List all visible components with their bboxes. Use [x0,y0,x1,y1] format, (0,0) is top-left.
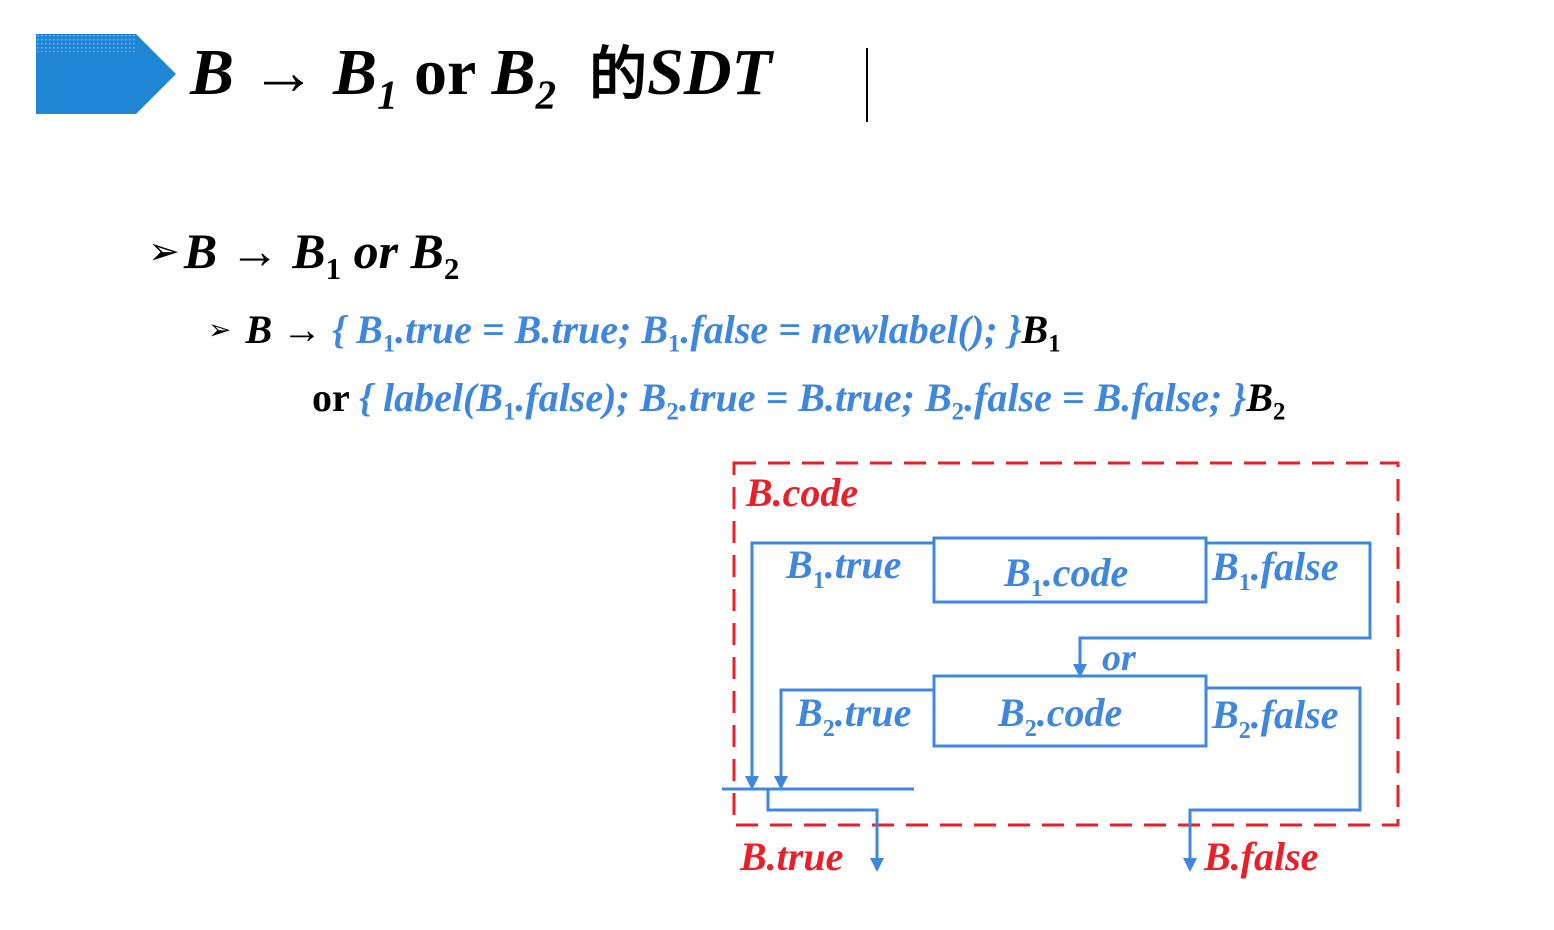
b1-false-edge [1078,541,1372,666]
bullet-arrow-icon: ➢ [148,229,180,273]
title-or: or [414,36,476,109]
sdt-rule-line2: or { label(B1.false); B2.true = B.true; … [312,375,1286,426]
b2-false-edge [1188,686,1362,860]
text-caret [866,48,868,122]
page-title: B → B1 or B2 的SDT [190,40,772,116]
sdt-rule-line1: ➢ B → { B1.true = B.true; B1.false = newl… [208,307,1061,358]
true-output-edge [766,789,879,860]
b2-true-edge [779,688,934,778]
title-arrow: → [250,36,317,109]
sdt-arrow: → [282,307,323,352]
or-arrow-icon [1073,664,1087,678]
sdt-symbol-b2: B2 [1246,375,1286,426]
true-out-arrow-icon [870,858,884,872]
sdt-symbol-b1: B1 [1021,307,1061,358]
title-b2: B2 [491,36,557,118]
bcode-label: B.code [745,470,858,515]
or-label: or [1102,637,1137,679]
rule-lhs: B [183,223,218,279]
btrue-output-label: B.true [739,834,843,879]
bfalse-output-label: B.false [1203,834,1318,879]
production-rule: ➢B → B1 or B2 [148,223,460,286]
b1-true-arrow-icon [745,776,759,790]
sdt-lhs: B [245,307,273,352]
semantic-action-2: { label(B1.false); B2.true = B.true; B2.… [359,375,1247,426]
title-sdt: SDT [647,36,772,109]
title-b1: B1 [333,36,398,118]
title-de: 的 [589,40,648,108]
b1-true-label: B1.true [785,542,901,594]
bcode-outer-box [732,461,1400,827]
bullet-arrow-icon: ➢ [208,313,232,346]
b1-code-label: B1.code [1003,550,1128,602]
b2-code-box [932,674,1208,748]
b2-true-label: B2.true [795,690,911,742]
rule-b2: B2 [410,223,460,286]
b2-code-label: B2.code [997,690,1122,742]
rule-b1: B1 [292,223,342,286]
b2-false-label: B2.false [1211,692,1338,744]
title-tab-icon [36,34,176,114]
semantic-action-1: { B1.true = B.true; B1.false = newlabel(… [332,307,1022,358]
rule-or: or [353,223,399,279]
rule-arrow: → [229,223,280,279]
sdt-or: or [312,375,350,420]
title-lhs: B [190,36,235,109]
false-out-arrow-icon [1183,858,1197,872]
b1-true-edge [750,541,934,778]
b1-code-box [932,536,1208,604]
b1-false-label: B1.false [1211,544,1338,596]
b2-true-arrow-icon [774,776,788,790]
